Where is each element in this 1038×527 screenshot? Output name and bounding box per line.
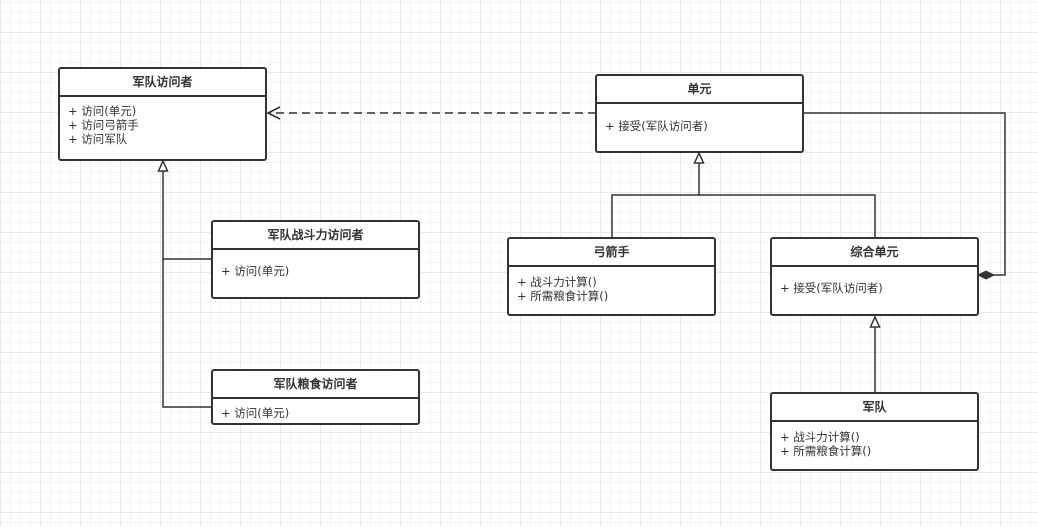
class-methods: + 访问(单元): [213, 250, 418, 278]
method: + 接受(军队访问者): [780, 281, 883, 295]
class-name: 综合单元: [772, 239, 977, 267]
class-archer[interactable]: 弓箭手 + 战斗力计算() + 所需粮食计算(): [507, 237, 716, 316]
generalization-edge-combat-visitor: [163, 161, 212, 260]
class-name: 军队战斗力访问者: [213, 222, 418, 250]
class-methods: + 接受(军队访问者): [772, 267, 977, 295]
class-methods: + 访问(单元) + 访问弓箭手 + 访问军队: [60, 97, 265, 146]
method: + 战斗力计算(): [517, 275, 597, 289]
method: + 所需粮食计算(): [780, 444, 872, 458]
class-name: 弓箭手: [509, 239, 714, 267]
class-methods: + 访问(单元): [213, 399, 418, 420]
class-name: 军队粮食访问者: [213, 371, 418, 399]
class-army-food-visitor[interactable]: 军队粮食访问者 + 访问(单元): [211, 369, 420, 425]
method: + 访问(单元): [68, 104, 137, 118]
class-methods: + 战斗力计算() + 所需粮食计算(): [772, 422, 977, 458]
generalization-edge-composite-unit: [699, 194, 876, 238]
class-army-visitor[interactable]: 军队访问者 + 访问(单元) + 访问弓箭手 + 访问军队: [58, 67, 267, 161]
class-name: 单元: [597, 76, 802, 104]
class-methods: + 接受(军队访问者): [597, 104, 802, 133]
class-composite-unit[interactable]: 综合单元 + 接受(军队访问者): [770, 237, 979, 316]
method: + 战斗力计算(): [780, 430, 860, 444]
generalization-edge-food-visitor: [162, 259, 212, 408]
method: + 访问(单元): [221, 406, 290, 420]
class-name: 军队访问者: [60, 69, 265, 97]
method: + 访问(单元): [221, 264, 290, 278]
class-methods: + 战斗力计算() + 所需粮食计算(): [509, 267, 714, 303]
class-army-combat-power-visitor[interactable]: 军队战斗力访问者 + 访问(单元): [211, 220, 420, 299]
class-unit[interactable]: 单元 + 接受(军队访问者): [595, 74, 804, 153]
method: + 访问弓箭手: [68, 118, 139, 132]
class-army[interactable]: 军队 + 战斗力计算() + 所需粮食计算(): [770, 392, 979, 471]
method: + 接受(军队访问者): [605, 119, 708, 133]
class-name: 军队: [772, 394, 977, 422]
method: + 所需粮食计算(): [517, 289, 609, 303]
generalization-edge-archer: [611, 153, 699, 238]
method: + 访问军队: [68, 132, 128, 146]
